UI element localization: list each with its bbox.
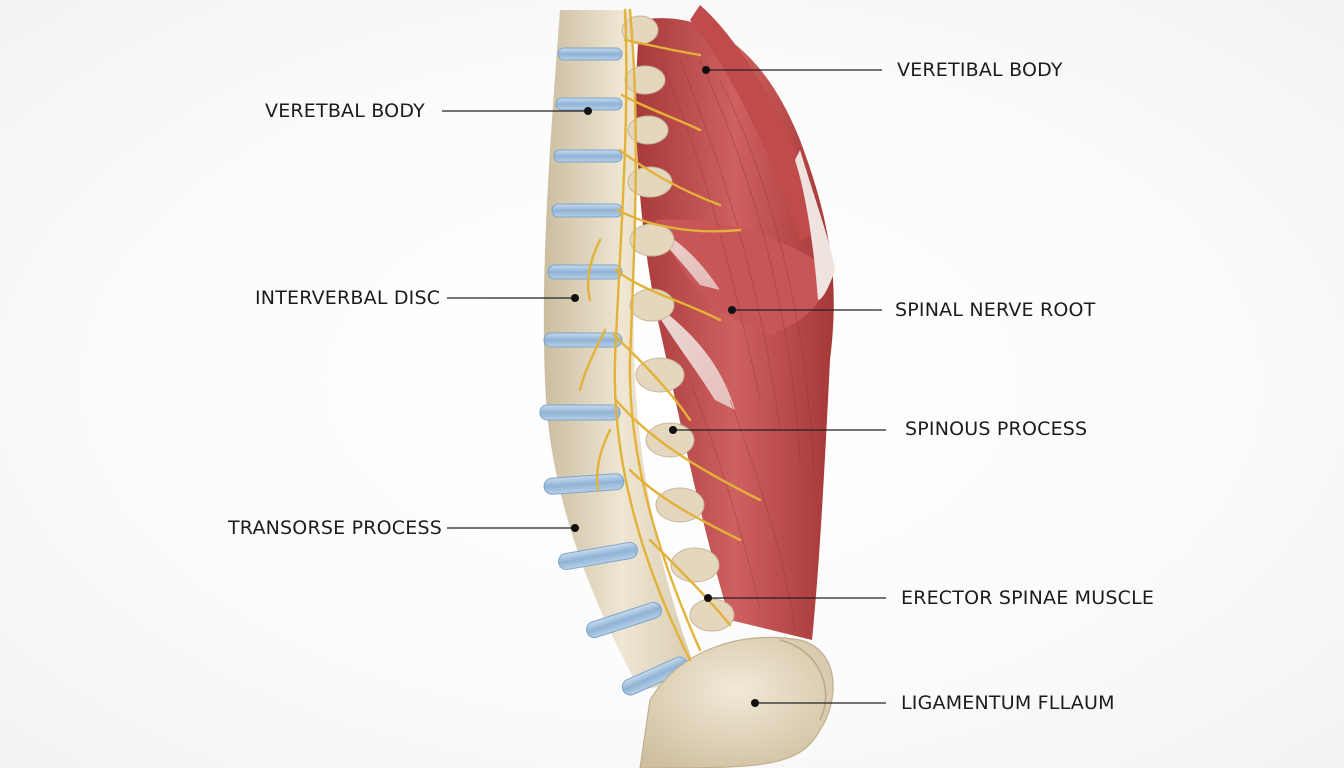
label-spinal-nerve-root: SPINAL NERVE ROOT — [895, 299, 1096, 321]
erector-spinae-muscle — [636, 5, 835, 641]
label-spinous-process: SPINOUS PROCESS — [905, 418, 1088, 440]
pelvis-bone — [639, 636, 834, 768]
label-erector-spinae-muscle: ERECTOR SPINAE MUSCLE — [901, 587, 1155, 609]
label-leaders — [442, 69, 886, 704]
label-transverse-process: TRANSORSE PROCESS — [228, 517, 442, 539]
label-vertebral-body-left: VERETBAL BODY — [265, 100, 425, 122]
label-intervertebral-disc: INTERVERBAL DISC — [255, 287, 441, 309]
label-ligamentum-flavum: LIGAMENTUM FLLAUM — [901, 692, 1115, 714]
spinal-nerves — [578, 8, 762, 662]
intervertebral-discs — [539, 47, 689, 696]
label-dots — [571, 66, 759, 707]
label-vertebral-body-right: VERETIBAL BODY — [897, 59, 1063, 81]
